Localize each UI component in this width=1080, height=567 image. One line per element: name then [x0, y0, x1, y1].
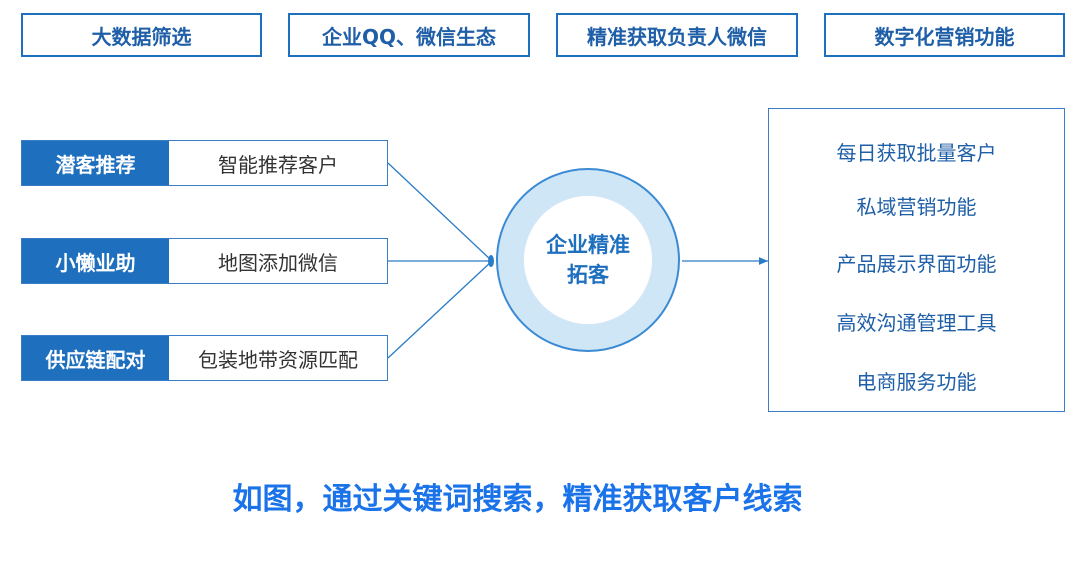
input-tag: 潜客推荐	[22, 141, 169, 185]
top-tab-decision-maker-wechat: 精准获取负责人微信	[556, 13, 798, 57]
hub-label: 企业精准 拓客	[523, 195, 653, 325]
top-tab-digital-marketing: 数字化营销功能	[824, 13, 1065, 57]
connector-line-1	[387, 162, 493, 262]
feature-item: 每日获取批量客户	[836, 141, 997, 165]
top-tab-qq-wechat-ecosystem: 企业QQ、微信生态	[288, 13, 530, 57]
feature-item: 高效沟通管理工具	[836, 311, 997, 335]
connector-junction	[488, 255, 494, 267]
feature-item: 私域营销功能	[856, 195, 977, 219]
input-tag: 小懒业助	[22, 239, 169, 283]
caption: 如图，通过关键词搜索，精准获取客户线索	[232, 482, 803, 517]
hub-ring: 企业精准 拓客	[496, 168, 680, 352]
feature-item: 产品展示界面功能	[836, 252, 997, 276]
input-tag: 供应链配对	[22, 336, 169, 380]
input-row-3: 供应链配对 包装地带资源匹配	[21, 335, 388, 381]
input-row-2: 小懒业助 地图添加微信	[21, 238, 388, 284]
connector-line-3	[387, 260, 493, 359]
feature-panel: 每日获取批量客户 私域营销功能 产品展示界面功能 高效沟通管理工具 电商服务功能	[768, 108, 1065, 412]
input-desc: 智能推荐客户	[218, 152, 338, 177]
input-desc: 包装地带资源匹配	[198, 347, 358, 372]
input-desc: 地图添加微信	[218, 250, 338, 275]
feature-item: 电商服务功能	[856, 370, 977, 394]
top-tab-big-data-filter: 大数据筛选	[21, 13, 262, 57]
input-row-1: 潜客推荐 智能推荐客户	[21, 140, 388, 186]
